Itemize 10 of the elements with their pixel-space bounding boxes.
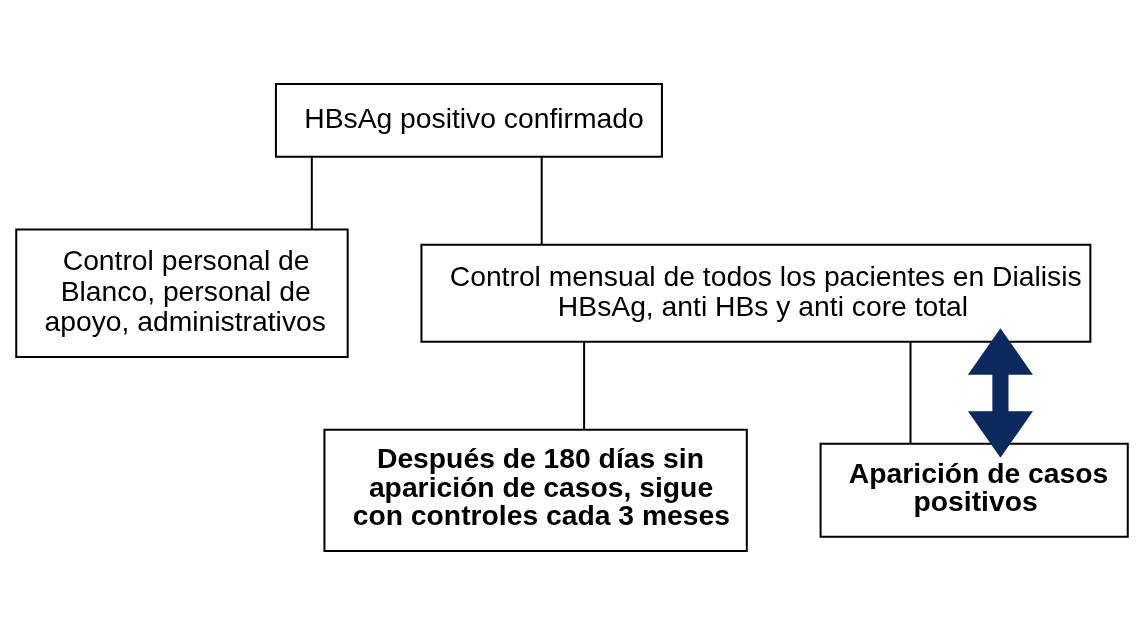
arrow xyxy=(967,327,1033,458)
node-box: HBsAg positivo confirmado xyxy=(274,82,663,158)
connector xyxy=(310,156,313,229)
node-box: Aparición de casos positivos xyxy=(819,442,1129,538)
node-box: Control mensual de todos los pacientes en Dialisis HBsAg, anti HBs y anti core total xyxy=(420,243,1092,343)
connector xyxy=(909,341,912,443)
node-box: Después de 180 días sin aparición de casos, sigue con controles cada 3 meses xyxy=(323,428,748,552)
connector xyxy=(583,341,586,429)
node-box: Control personal de Blanco, personal de apoyo, administrativos xyxy=(15,228,349,358)
connector xyxy=(540,156,543,244)
